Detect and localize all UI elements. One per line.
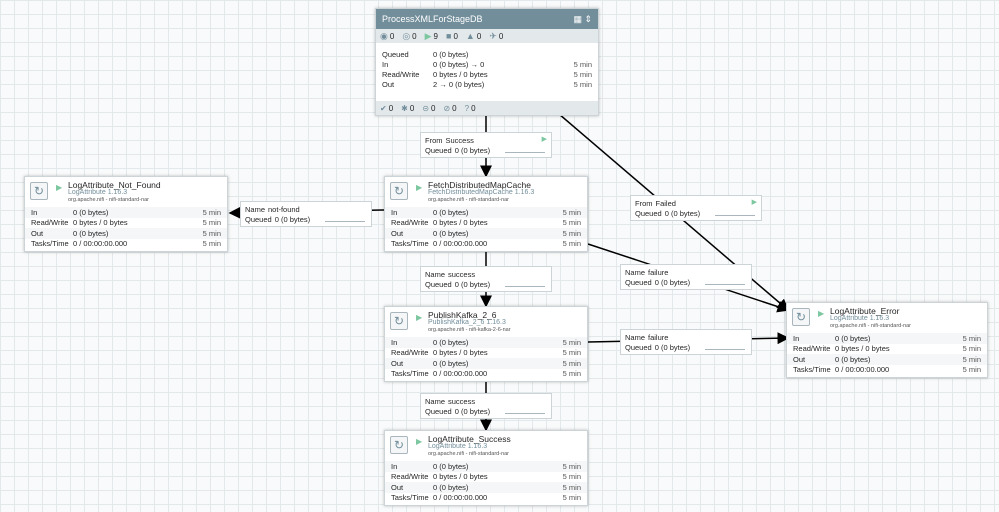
processor-type: FetchDistributedMapCache 1.16.3 xyxy=(428,189,535,196)
not-transmitting-icon: ◎0 xyxy=(402,30,417,41)
processor-log-attribute-not-found[interactable]: ↻ ▶ LogAttribute_Not_Found LogAttribute … xyxy=(24,176,228,252)
stale-icon: ⊝0 xyxy=(422,103,436,113)
process-group-footer: ✔0 ✱0 ⊝0 ⊘0 ?0 xyxy=(376,101,598,115)
processor-bundle: org.apache.nifi - nifi-standard-nar xyxy=(68,197,150,203)
processor-icon: ↻ xyxy=(390,436,408,454)
running-icon: ▶ xyxy=(416,183,423,192)
running-icon: ▶9 xyxy=(424,30,438,41)
locally-modified-icon: ✱0 xyxy=(401,103,415,113)
processor-name: LogAttribute_Error xyxy=(830,306,900,316)
running-icon: ▶ xyxy=(416,313,423,322)
processor-type: PublishKafka_2_6 1.16.3 xyxy=(428,319,506,326)
play-icon: ▶ xyxy=(751,199,757,206)
processor-log-attribute-success[interactable]: ↻ ▶ LogAttribute_Success LogAttribute 1.… xyxy=(384,430,588,506)
process-group-header[interactable]: ProcessXMLForStageDB ▦ ⇕ xyxy=(376,9,598,29)
running-icon: ▶ xyxy=(56,183,63,192)
processor-name: FetchDistributedMapCache xyxy=(428,180,531,190)
processor-name: PublishKafka_2_6 xyxy=(428,310,497,320)
running-icon: ▶ xyxy=(818,309,825,318)
processor-bundle: org.apache.nifi - nifi-kafka-2-6-nar xyxy=(428,327,511,333)
processor-bundle: org.apache.nifi - nifi-standard-nar xyxy=(830,323,912,329)
processor-bundle: org.apache.nifi - nifi-standard-nar xyxy=(428,197,510,203)
processor-name: LogAttribute_Success xyxy=(428,434,511,444)
processor-icon: ↻ xyxy=(390,312,408,330)
stopped-icon: ■0 xyxy=(446,31,458,41)
grid-menu-icon[interactable]: ▦ ⇕ xyxy=(573,13,592,24)
play-icon: ▶ xyxy=(541,136,547,143)
processor-fetch-distributed-map-cache[interactable]: ↻ ▶ FetchDistributedMapCache FetchDistri… xyxy=(384,176,588,252)
invalid-icon: ▲0 xyxy=(465,31,482,41)
up-to-date-icon: ✔0 xyxy=(380,103,394,113)
processor-type: LogAttribute 1.16.3 xyxy=(68,189,128,196)
processor-type: LogAttribute 1.16.3 xyxy=(830,315,890,322)
process-group-box[interactable]: ProcessXMLForStageDB ▦ ⇕ ◉0 ◎0 ▶9 ■0 ▲0 … xyxy=(375,8,599,116)
processor-name: LogAttribute_Not_Found xyxy=(68,180,161,190)
process-group-title: ProcessXMLForStageDB xyxy=(382,14,483,24)
sync-failure-icon: ⊘0 xyxy=(443,103,457,113)
processor-icon: ↻ xyxy=(792,308,810,326)
process-group-stats: ◉0 ◎0 ▶9 ■0 ▲0 ✈0 xyxy=(376,29,598,43)
processor-icon: ↻ xyxy=(390,182,408,200)
transmitting-icon: ◉0 xyxy=(380,30,395,41)
disabled-icon: ✈0 xyxy=(489,30,504,41)
processor-log-attribute-error[interactable]: ↻ ▶ LogAttribute_Error LogAttribute 1.16… xyxy=(786,302,988,378)
unknown-icon: ?0 xyxy=(464,103,476,113)
processor-icon: ↻ xyxy=(30,182,48,200)
processor-type: LogAttribute 1.16.3 xyxy=(428,443,488,450)
processor-bundle: org.apache.nifi - nifi-standard-nar xyxy=(428,451,510,457)
running-icon: ▶ xyxy=(416,437,423,446)
processor-publish-kafka[interactable]: ↻ ▶ PublishKafka_2_6 PublishKafka_2_6 1.… xyxy=(384,306,588,382)
